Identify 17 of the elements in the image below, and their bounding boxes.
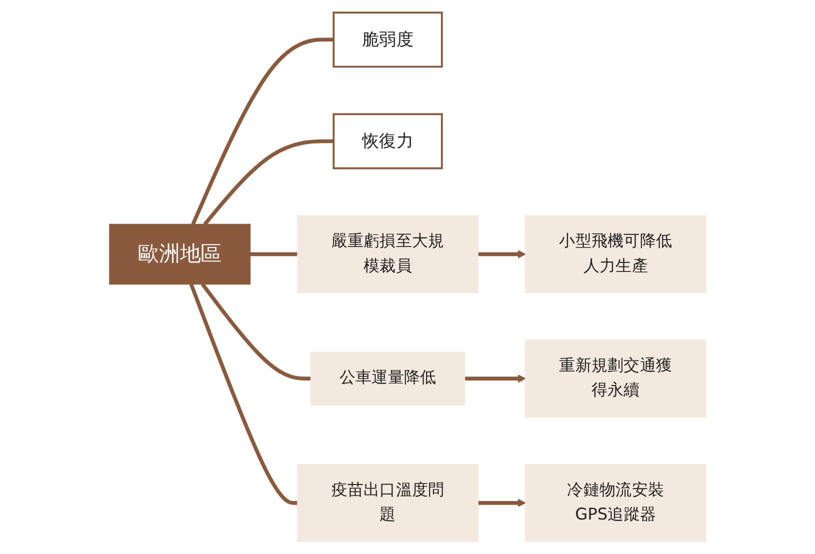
arrow (478, 250, 526, 258)
node-box: 公車運量降低 (310, 352, 465, 406)
arrow (464, 374, 526, 383)
node-box: 恢復力 (332, 113, 443, 170)
node-box: 歐洲地區 (108, 224, 250, 285)
node-box: 嚴重虧損至大規模裁員 (296, 215, 478, 294)
node-box: 冷鏈物流安裝GPS追蹤器 (524, 464, 706, 542)
node-box: 疫苗出口溫度問題 (296, 464, 478, 542)
node-box: 重新規劃交通獲得永續 (524, 340, 706, 418)
connector (191, 38, 334, 226)
connector (189, 283, 298, 505)
arrow (478, 498, 526, 508)
node-box: 脆弱度 (332, 12, 443, 68)
connector (203, 139, 334, 226)
node-box: 小型飛機可降低人力生產 (524, 215, 706, 294)
connector (250, 252, 298, 256)
connector (200, 282, 311, 380)
